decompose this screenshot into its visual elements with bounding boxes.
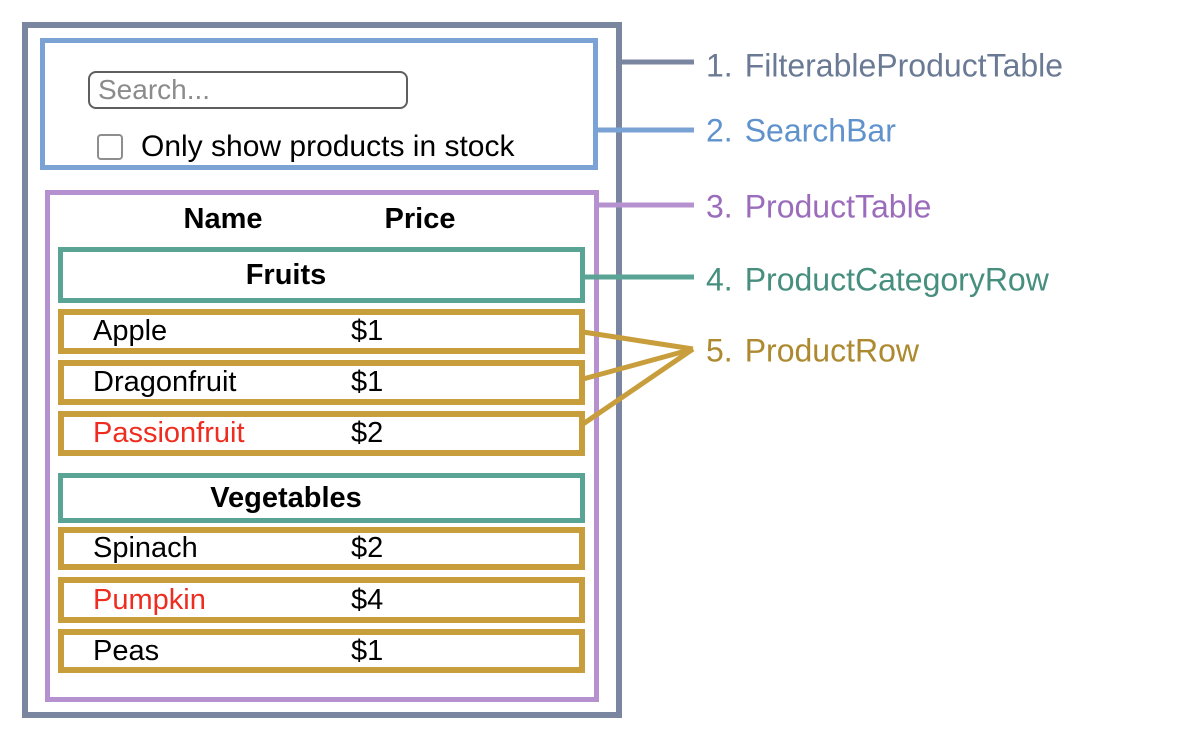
legend-item-product-table: 3. ProductTable — [706, 189, 931, 224]
filterable-product-table-box: Only show products in stock Name Price F… — [22, 22, 622, 718]
product-name: Spinach — [93, 532, 198, 564]
column-header-name: Name — [183, 203, 263, 235]
product-table-box: Name Price Fruits Apple $1 Dragonfruit $… — [45, 190, 599, 702]
legend-item-filterable-product-table: 1. FilterableProductTable — [706, 48, 1063, 83]
column-header-price: Price — [384, 203, 456, 235]
product-name: Passionfruit — [93, 417, 245, 449]
product-price: $1 — [351, 634, 384, 667]
legend-label: ProductTable — [744, 188, 932, 225]
legend-label: ProductRow — [744, 332, 919, 369]
product-price: $1 — [351, 315, 384, 347]
product-price: $2 — [351, 532, 384, 564]
product-price: $2 — [351, 417, 384, 449]
product-price: $4 — [351, 583, 384, 616]
legend-item-product-row: 5. ProductRow — [706, 333, 919, 368]
legend-label: FilterableProductTable — [744, 47, 1064, 84]
legend-number: 2. — [706, 112, 733, 149]
product-name: Peas — [93, 634, 160, 667]
product-row-apple: Apple $1 — [58, 309, 585, 354]
product-row-spinach: Spinach $2 — [58, 527, 585, 570]
product-name: Pumpkin — [93, 583, 206, 616]
in-stock-checkbox[interactable] — [97, 134, 123, 160]
category-title: Fruits — [245, 258, 327, 291]
search-input[interactable] — [88, 71, 408, 109]
product-price: $1 — [351, 366, 384, 398]
legend-number: 4. — [706, 261, 733, 298]
category-row-vegetables: Vegetables — [58, 473, 585, 523]
search-bar-box: Only show products in stock — [40, 38, 598, 170]
product-row-peas: Peas $1 — [58, 629, 585, 673]
category-row-fruits: Fruits — [58, 247, 585, 303]
legend-label: ProductCategoryRow — [744, 261, 1049, 298]
product-row-dragonfruit: Dragonfruit $1 — [58, 360, 585, 405]
legend-number: 3. — [706, 188, 733, 225]
product-name: Apple — [93, 315, 168, 347]
category-title: Vegetables — [210, 481, 362, 514]
legend-label: SearchBar — [744, 112, 896, 149]
legend-item-product-category-row: 4. ProductCategoryRow — [706, 262, 1049, 297]
product-row-pumpkin: Pumpkin $4 — [58, 577, 585, 623]
in-stock-filter-row: Only show products in stock — [97, 132, 515, 162]
product-name: Dragonfruit — [93, 366, 237, 398]
in-stock-checkbox-label: Only show products in stock — [141, 130, 515, 163]
legend-number: 1. — [706, 47, 733, 84]
legend-item-search-bar: 2. SearchBar — [706, 113, 896, 148]
legend-number: 5. — [706, 332, 733, 369]
product-row-passionfruit: Passionfruit $2 — [58, 411, 585, 456]
